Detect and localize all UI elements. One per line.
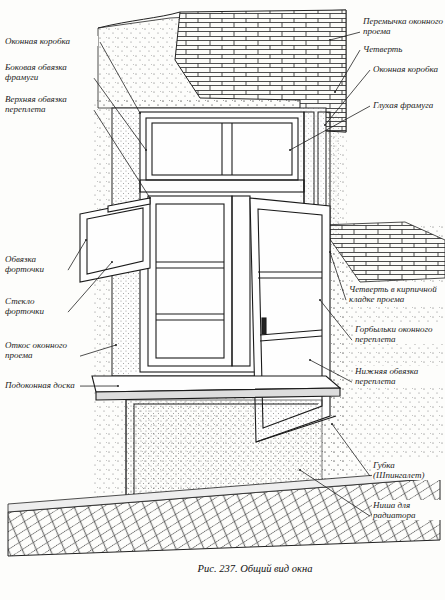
vent-sash: [80, 200, 150, 282]
leader-dot: [85, 239, 87, 241]
niche-edge: [126, 400, 127, 500]
leader-dot: [329, 251, 331, 253]
leader-line: [290, 106, 370, 150]
leader-dot: [111, 261, 113, 263]
wall: [92, 100, 445, 500]
leader-line: [68, 262, 112, 312]
leader-dot: [331, 423, 333, 425]
transom: [146, 118, 298, 180]
part-label: Обвязка форточки: [4, 254, 66, 274]
glazing-bar: [156, 319, 224, 320]
part-label: Губка (Шпингалет): [372, 460, 444, 480]
leader-line: [94, 110, 150, 198]
glazing-bar: [258, 277, 322, 278]
leader-dot: [299, 469, 301, 471]
leader-dot: [115, 344, 117, 346]
leader-line: [80, 345, 116, 356]
leader-dot: [149, 197, 151, 199]
glazing-bar: [156, 267, 224, 268]
vent-open: [80, 198, 150, 282]
part-label: Нижняя обвязка переплета: [354, 366, 444, 386]
part-label: Оконная коробка: [372, 64, 444, 74]
transom-glass: [152, 123, 292, 175]
transom-bar: [221, 123, 222, 175]
mullion: [232, 196, 250, 366]
leader-line: [300, 470, 370, 516]
leader-dot: [324, 124, 326, 126]
leader-dot: [139, 112, 141, 114]
part-label: Подоконная доска: [4, 380, 78, 390]
part-label: Четверть: [362, 44, 444, 54]
part-label: Ниша для радиатора: [372, 500, 444, 520]
glazing-bar: [156, 313, 224, 314]
left-sash-glass: [156, 204, 224, 358]
leader-dot: [289, 149, 291, 151]
cutaway-edge: [98, 12, 180, 28]
niche-edge: [134, 404, 135, 500]
part-label: Стекло форточки: [4, 296, 66, 316]
left-sash: [148, 196, 232, 366]
part-label: Перемычка оконного проема: [362, 16, 444, 36]
leader-line: [335, 50, 360, 92]
window-sill-edge: [96, 388, 340, 400]
leader-dot: [309, 359, 311, 361]
part-label: Горбыльки оконного переплета: [354, 324, 444, 344]
leader-line: [332, 424, 370, 476]
wall-plaster: [92, 100, 347, 500]
part-label: Четверть в кирпичной кладке проема: [348, 284, 444, 304]
glazing-bar: [156, 261, 224, 262]
glazing-bar: [258, 271, 322, 272]
sill: [92, 376, 340, 400]
glazing-bar: [260, 336, 322, 341]
part-label: Откос оконного проема: [4, 340, 78, 360]
leader-dot: [334, 91, 336, 93]
niche-edge: [134, 404, 318, 405]
part-label: Оконная коробка: [4, 36, 98, 46]
espagnolette: [262, 318, 266, 334]
leader-line: [100, 42, 140, 113]
leader-line: [68, 240, 86, 270]
leader-dot: [117, 385, 119, 387]
figure-caption: Рис. 237. Общий вид окна: [196, 563, 315, 574]
leader-dot: [145, 149, 147, 151]
vent-glass: [87, 208, 143, 274]
leader-line: [325, 70, 370, 125]
transom-rail: [140, 180, 304, 192]
leader-line: [320, 300, 352, 340]
leader-dot: [319, 299, 321, 301]
glazing-bar: [260, 330, 322, 335]
part-label: Верхняя обвязка переплета: [4, 94, 92, 114]
leader-line: [94, 78, 146, 150]
leader-line: [310, 360, 352, 382]
leader-line: [330, 252, 346, 300]
leader-line: [80, 386, 118, 387]
part-label: Боковая обвязка фрамуги: [4, 62, 92, 82]
leader-dot: [329, 39, 331, 41]
transom-bar: [231, 123, 232, 175]
part-label: Глухая фрамуга: [372, 100, 444, 110]
vent-edge: [108, 198, 150, 212]
leader-line: [330, 32, 360, 40]
